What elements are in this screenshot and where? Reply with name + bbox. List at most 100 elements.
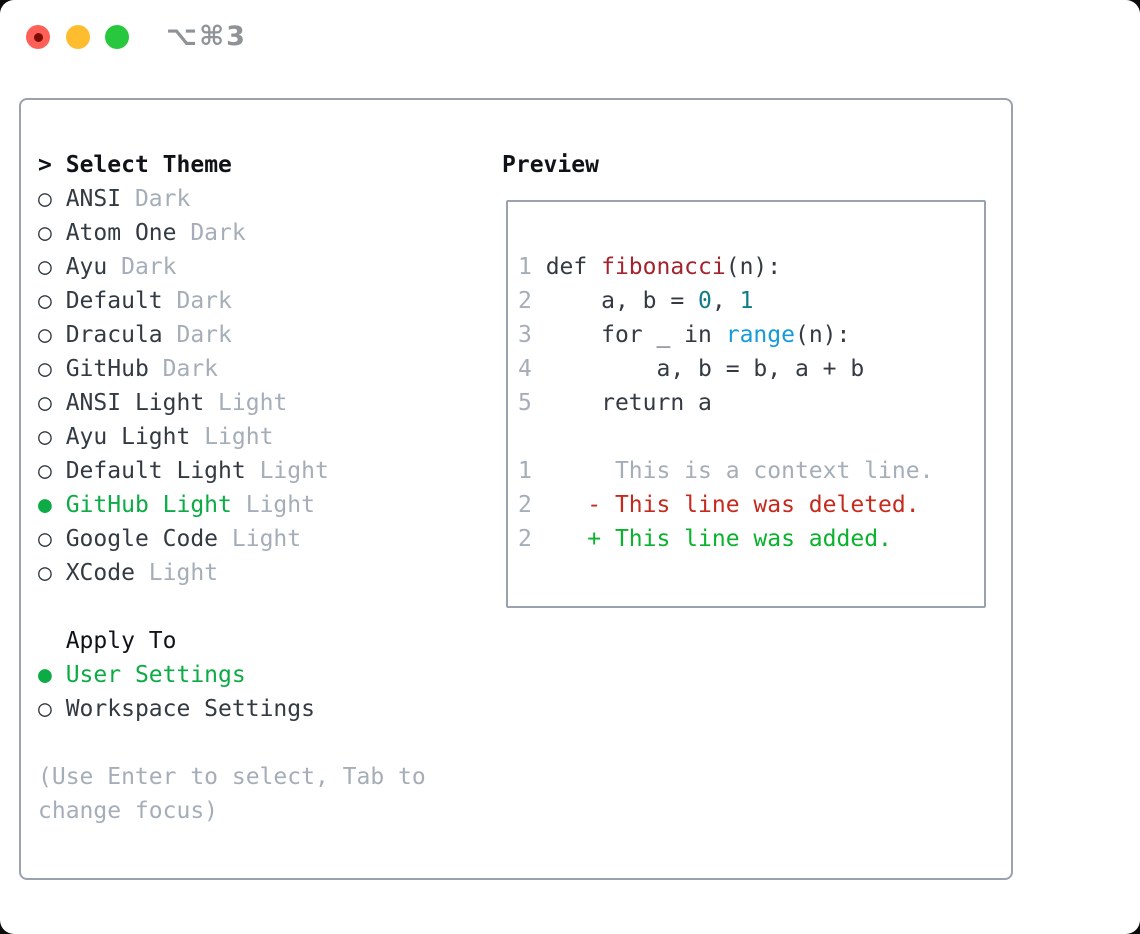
line-number: 2 [518, 526, 546, 552]
option-label: GitHub Light [51, 492, 232, 518]
theme-option-default-light[interactable]: ○ Default Light Light [38, 454, 426, 488]
theme-picker-panel: > Select Theme ○ ANSI Dark○ Atom One Dar… [19, 98, 1013, 880]
radio-unselected-icon: ○ [38, 390, 52, 416]
code-line: 4 a, b = b, a + b [518, 352, 984, 386]
option-label: User Settings [51, 662, 246, 688]
line-number: 5 [518, 390, 546, 416]
theme-option-ansi[interactable]: ○ ANSI Dark [38, 182, 426, 216]
token-func: fibonacci [601, 254, 726, 280]
theme-option-list: ○ ANSI Dark○ Atom One Dark○ Ayu Dark○ De… [38, 182, 426, 590]
theme-option-atom-one[interactable]: ○ Atom One Dark [38, 216, 426, 250]
option-label: Default [51, 288, 163, 314]
token-plain: a, b = b, a + b [545, 356, 865, 382]
option-variant-label: Dark [107, 254, 177, 280]
option-variant-label: Light [245, 458, 329, 484]
line-number: 2 [518, 288, 546, 314]
titlebar: ⌥⌘3 [0, 0, 1140, 74]
radio-unselected-icon: ○ [38, 254, 52, 280]
radio-unselected-icon: ○ [38, 356, 52, 382]
option-variant-label: Dark [162, 322, 232, 348]
help-text-line-1: (Use Enter to select, Tab to [38, 764, 426, 790]
apply-to-option-list: ● User Settings○ Workspace Settings [38, 658, 426, 726]
option-variant-label: Light [190, 424, 274, 450]
option-variant-label: Light [204, 390, 288, 416]
radio-selected-icon: ● [38, 492, 52, 518]
code-line: 2 a, b = 0, 1 [518, 284, 984, 318]
theme-option-github[interactable]: ○ GitHub Dark [38, 352, 426, 386]
theme-option-default[interactable]: ○ Default Dark [38, 284, 426, 318]
radio-unselected-icon: ○ [38, 526, 52, 552]
apply-option-workspace-settings[interactable]: ○ Workspace Settings [38, 692, 426, 726]
option-label: Default Light [51, 458, 246, 484]
option-variant-label: Dark [121, 186, 191, 212]
token-context: This is a context line. [545, 458, 934, 484]
code-line: 3 for _ in range(n): [518, 318, 984, 352]
diff-line: 1 This is a context line. [518, 454, 984, 488]
theme-option-xcode[interactable]: ○ XCode Light [38, 556, 426, 590]
option-label: ANSI Light [51, 390, 205, 416]
select-theme-header: > Select Theme [38, 148, 426, 182]
token-builtin: range [725, 322, 795, 348]
option-label: Ayu [51, 254, 108, 280]
token-added: + This line was added. [587, 526, 892, 552]
radio-unselected-icon: ○ [38, 186, 52, 212]
line-number: 3 [518, 322, 546, 348]
token-plain [546, 526, 588, 552]
token-plain: , [711, 288, 740, 314]
theme-option-ayu-light[interactable]: ○ Ayu Light Light [38, 420, 426, 454]
radio-unselected-icon: ○ [38, 458, 52, 484]
line-number: 1 [518, 254, 546, 280]
option-label: GitHub [51, 356, 149, 382]
token-plain: def [545, 254, 602, 280]
token-num: 0 [698, 288, 712, 314]
option-variant-label: Dark [148, 356, 219, 382]
diff-line: 2 + This line was added. [518, 522, 984, 556]
option-label: Google Code [51, 526, 219, 552]
select-theme-header-label: Select Theme [65, 152, 232, 178]
token-num: 1 [739, 288, 754, 314]
close-button[interactable] [26, 25, 50, 49]
theme-option-google-code[interactable]: ○ Google Code Light [38, 522, 426, 556]
option-label: Dracula [51, 322, 163, 348]
unsaved-indicator-dot [34, 33, 43, 42]
radio-unselected-icon: ○ [38, 322, 52, 348]
token-plain: (n): [794, 322, 851, 348]
apply-to-header: Apply To [38, 624, 426, 658]
option-label: Atom One [51, 220, 177, 246]
radio-selected-icon: ● [38, 662, 52, 688]
apply-option-user-settings[interactable]: ● User Settings [38, 658, 426, 692]
option-label: Workspace Settings [51, 696, 315, 722]
theme-option-ansi-light[interactable]: ○ ANSI Light Light [38, 386, 426, 420]
radio-unselected-icon: ○ [38, 560, 52, 586]
line-number: 2 [518, 492, 546, 518]
line-number: 1 [518, 458, 546, 484]
help-text-line-2: change focus) [38, 798, 219, 824]
option-label: ANSI [51, 186, 122, 212]
radio-unselected-icon: ○ [38, 696, 52, 722]
radio-unselected-icon: ○ [38, 220, 52, 246]
blank-line [518, 420, 984, 454]
token-plain: return a [545, 390, 712, 416]
theme-option-github-light[interactable]: ● GitHub Light Light [38, 488, 426, 522]
code-line: 1 def fibonacci(n): [518, 250, 984, 284]
token-plain: for _ in [545, 322, 726, 348]
line-number: 4 [518, 356, 546, 382]
token-plain: (n): [725, 254, 782, 280]
option-variant-label: Light [134, 560, 219, 586]
apply-to-header-label: Apply To [65, 628, 177, 654]
theme-option-ayu[interactable]: ○ Ayu Dark [38, 250, 426, 284]
radio-unselected-icon: ○ [38, 424, 52, 450]
preview-title: Preview [502, 152, 599, 178]
radio-unselected-icon: ○ [38, 288, 52, 314]
spacer [38, 726, 426, 760]
token-plain: a, b = [545, 288, 699, 314]
theme-option-dracula[interactable]: ○ Dracula Dark [38, 318, 426, 352]
option-variant-label: Dark [176, 220, 246, 246]
window-title: ⌥⌘3 [166, 21, 247, 52]
code-line: 5 return a [518, 386, 984, 420]
minimize-button[interactable] [66, 25, 90, 49]
zoom-button[interactable] [105, 25, 129, 49]
option-variant-label: Dark [162, 288, 232, 314]
